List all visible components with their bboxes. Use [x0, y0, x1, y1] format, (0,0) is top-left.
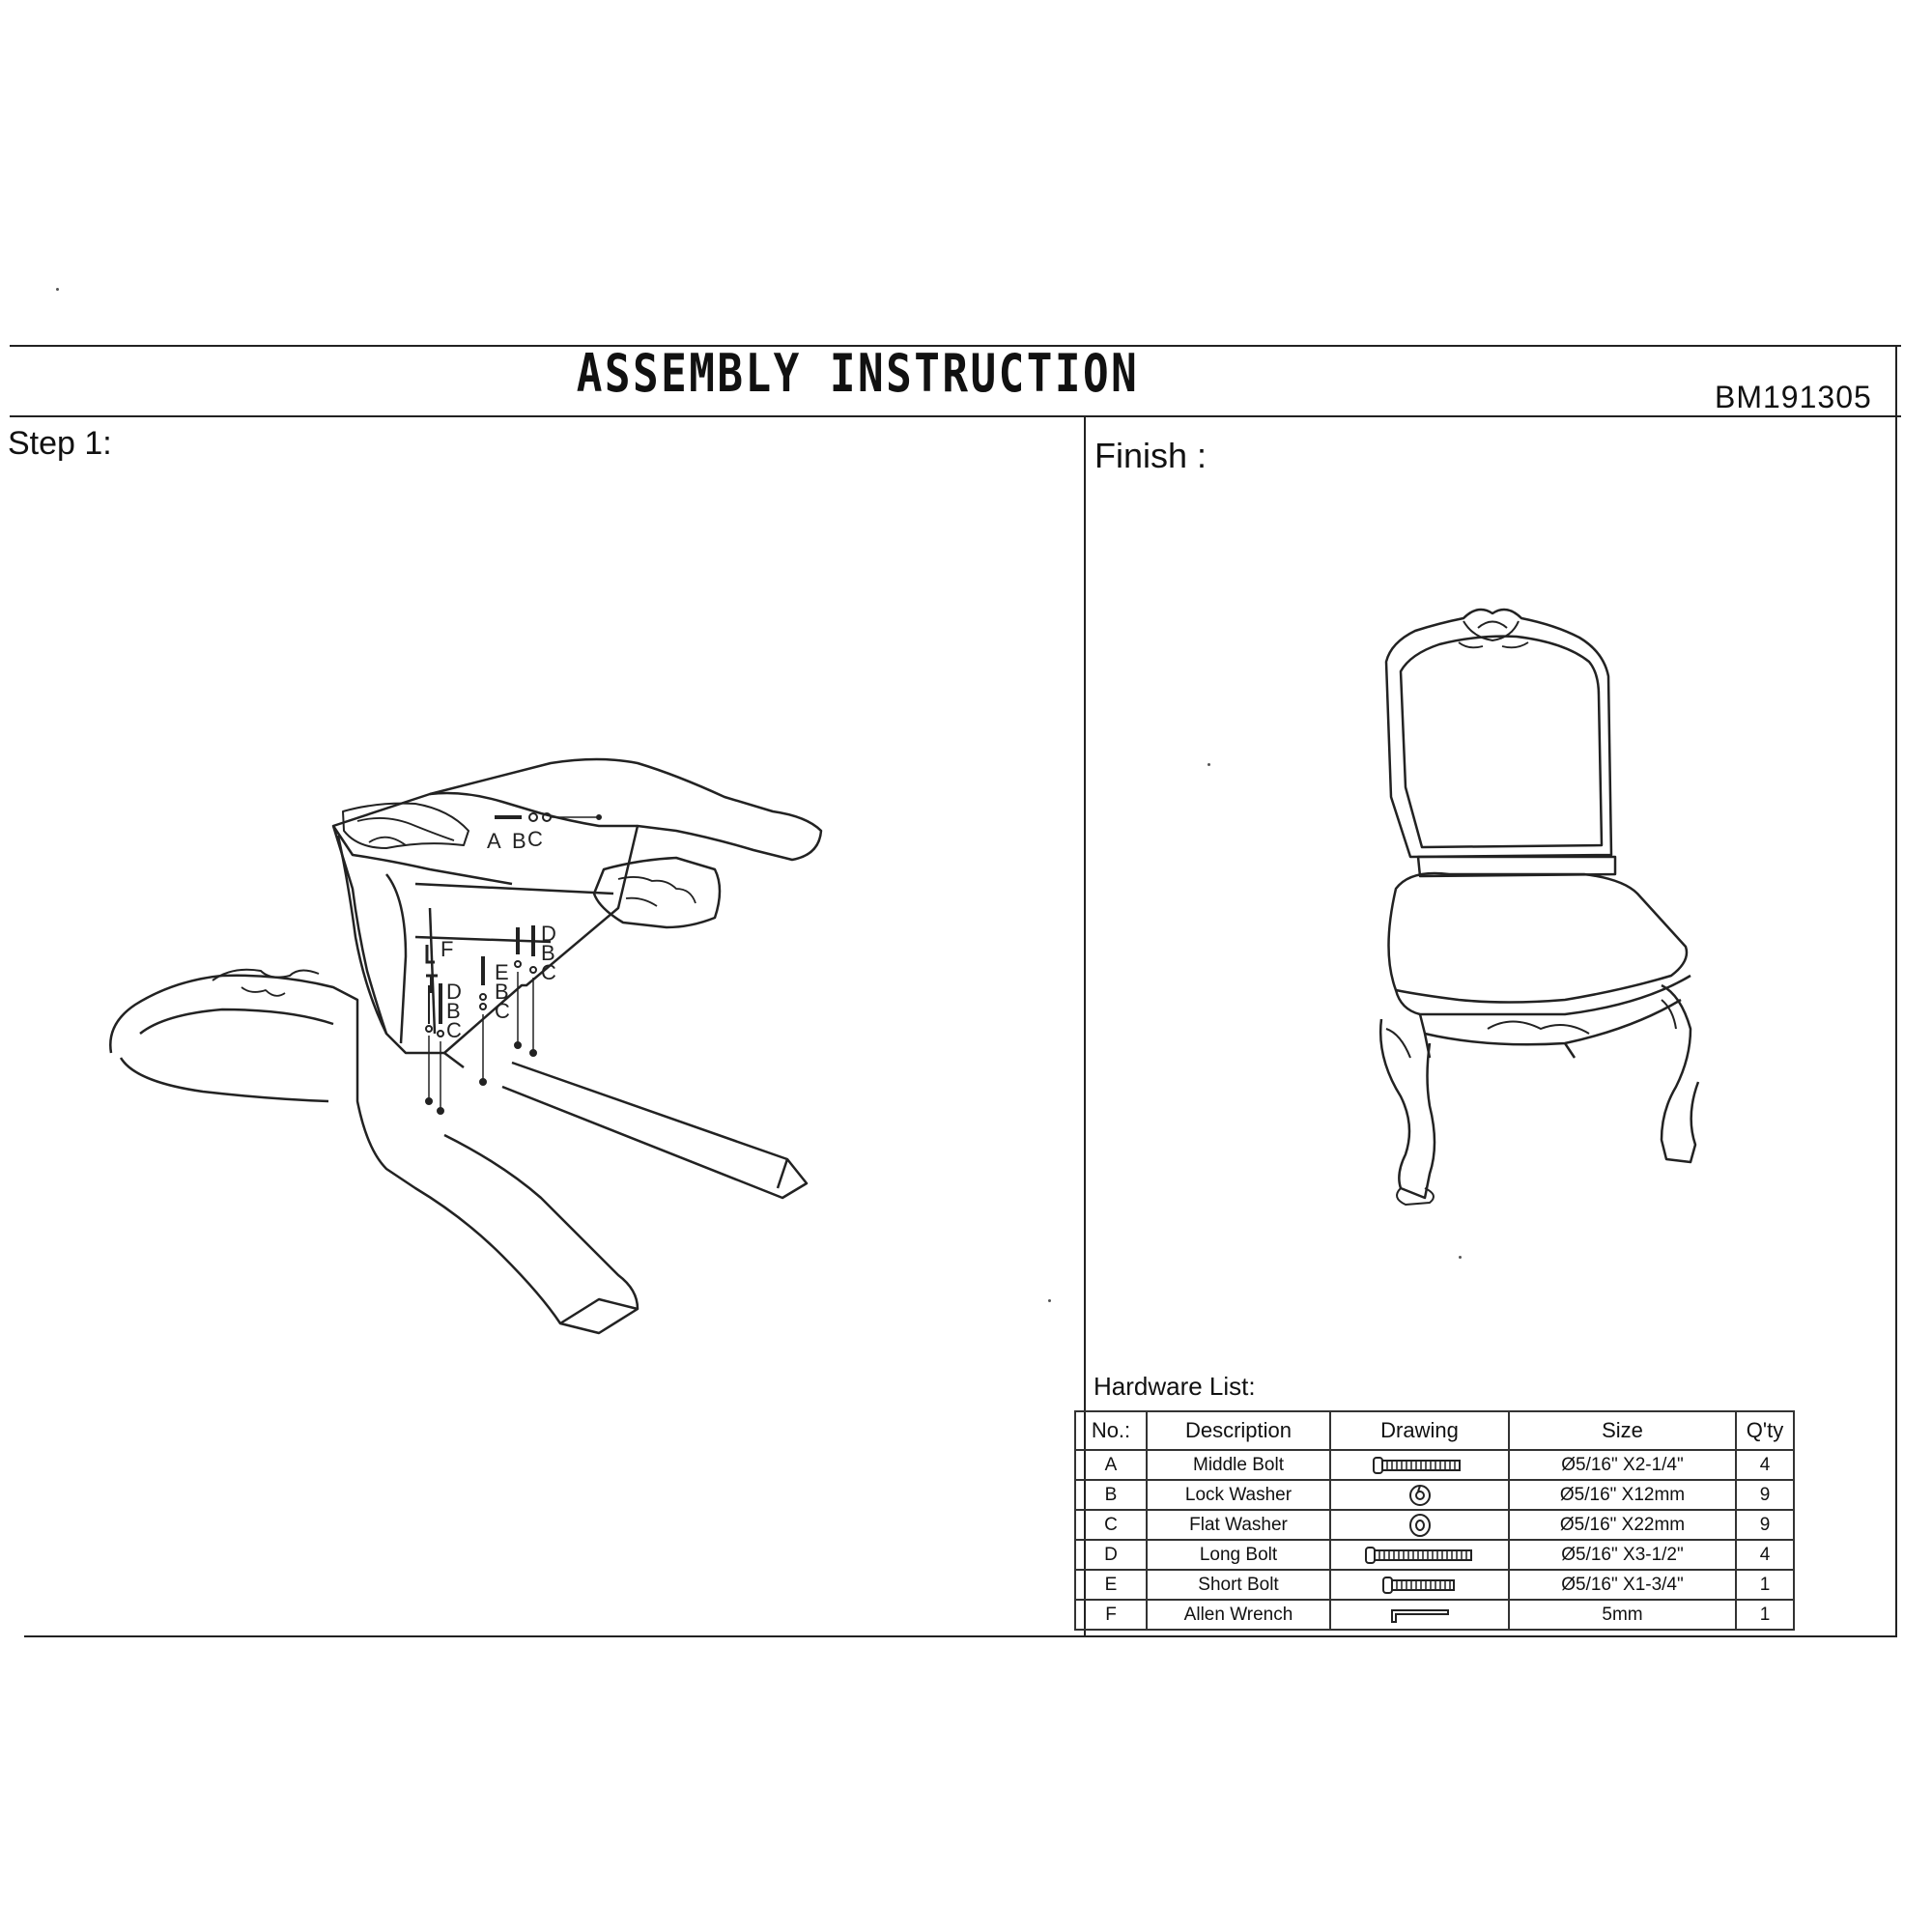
label-f: F [440, 937, 453, 961]
assembled-chair-drawing [1378, 608, 1700, 1206]
label-e: E [495, 960, 509, 984]
long-bolt-icon [1364, 1546, 1472, 1564]
table-header-row: No.: Description Drawing Size Q'ty [1074, 1410, 1795, 1451]
label-d-right: D [541, 922, 556, 946]
header-drawing: Drawing [1329, 1410, 1510, 1451]
cell-drawing [1329, 1599, 1510, 1631]
scan-speck [56, 288, 59, 291]
cell-size: Ø5/16" X2-1/4" [1508, 1449, 1737, 1481]
carved-corner-block [342, 802, 469, 849]
middle-bolt-icon [1372, 1456, 1461, 1474]
cell-drawing [1329, 1479, 1510, 1511]
cell-qty: 1 [1735, 1599, 1795, 1631]
cell-no: C [1074, 1509, 1148, 1541]
cell-size: Ø5/16" X1-3/4" [1508, 1569, 1737, 1601]
cell-no: B [1074, 1479, 1148, 1511]
frame-top-line [10, 345, 1901, 347]
model-number: BM191305 [1715, 380, 1872, 414]
scan-speck [1459, 1256, 1462, 1259]
cell-qty: 9 [1735, 1479, 1795, 1511]
cell-size: Ø5/16" X3-1/2" [1508, 1539, 1737, 1571]
header-description: Description [1146, 1410, 1331, 1451]
step-label: Step 1: [8, 425, 112, 462]
cell-drawing [1329, 1449, 1510, 1481]
document-title: ASSEMBLY INSTRUCTION [576, 343, 1140, 404]
upside-down-chair-drawing: A B C F D B C E B C D B C [109, 757, 823, 1335]
table-row: E Short Bolt Ø5/16" X1-3/4" 1 [1074, 1569, 1795, 1601]
table-row: C Flat Washer Ø5/16" X22mm 9 [1074, 1509, 1795, 1541]
scan-speck [1208, 763, 1210, 766]
chair-back-frame [1384, 608, 1613, 859]
label-c-left: C [446, 1018, 462, 1042]
cell-qty: 4 [1735, 1449, 1795, 1481]
finish-label: Finish : [1094, 436, 1208, 475]
cell-no: D [1074, 1539, 1148, 1571]
frame-right-line [1895, 345, 1897, 1637]
cell-description: Short Bolt [1146, 1569, 1331, 1601]
cell-description: Long Bolt [1146, 1539, 1331, 1571]
short-bolt-icon [1381, 1576, 1455, 1594]
front-left-leg [1378, 1018, 1436, 1200]
header-size: Size [1508, 1410, 1737, 1451]
label-b-top: B [512, 829, 526, 853]
carved-leg [592, 856, 722, 929]
straight-leg-right [501, 1061, 809, 1200]
panel-divider-line [1084, 415, 1086, 1635]
seat-frame-outline [331, 757, 823, 1055]
scan-speck [1048, 1299, 1051, 1302]
crest-carving [1463, 620, 1520, 641]
cell-qty: 1 [1735, 1569, 1795, 1601]
table-row: B Lock Washer Ø5/16" X12mm 9 [1074, 1479, 1795, 1511]
table-row: D Long Bolt Ø5/16" X3-1/2" 4 [1074, 1539, 1795, 1571]
lock-washer-icon [1408, 1484, 1431, 1506]
cell-drawing [1329, 1509, 1510, 1541]
cell-description: Allen Wrench [1146, 1599, 1331, 1631]
cell-size: Ø5/16" X22mm [1508, 1509, 1737, 1541]
hardware-table: No.: Description Drawing Size Q'ty A Mid… [1074, 1410, 1795, 1631]
label-c-mid: C [495, 999, 510, 1023]
header-divider-line [10, 415, 1901, 417]
cell-drawing [1329, 1569, 1510, 1601]
cell-size: 5mm [1508, 1599, 1737, 1631]
chair-seat [1387, 871, 1689, 1004]
label-a: A [487, 829, 501, 853]
label-d-left: D [446, 980, 462, 1004]
cell-size: Ø5/16" X12mm [1508, 1479, 1737, 1511]
front-right-leg [1660, 983, 1700, 1164]
cell-no: F [1074, 1599, 1148, 1631]
chair-back-outline [109, 974, 639, 1335]
table-row: A Middle Bolt Ø5/16" X2-1/4" 4 [1074, 1449, 1795, 1481]
table-row: F Allen Wrench 5mm 1 [1074, 1599, 1795, 1631]
label-b-mid: B [495, 980, 509, 1004]
cell-no: E [1074, 1569, 1148, 1601]
straight-leg-left [443, 1052, 465, 1068]
cell-no: A [1074, 1449, 1148, 1481]
header-no: No.: [1074, 1410, 1148, 1451]
hardware-list-label: Hardware List: [1094, 1372, 1256, 1401]
cell-description: Middle Bolt [1146, 1449, 1331, 1481]
cell-drawing [1329, 1539, 1510, 1571]
flat-washer-icon [1408, 1513, 1431, 1537]
label-c-right: C [541, 960, 556, 984]
cell-description: Lock Washer [1146, 1479, 1331, 1511]
allen-wrench-icon [1390, 1608, 1449, 1623]
header-qty: Q'ty [1735, 1410, 1795, 1451]
cell-description: Flat Washer [1146, 1509, 1331, 1541]
label-b-left: B [446, 999, 461, 1023]
label-c-top: C [527, 827, 543, 851]
label-b-right: B [541, 941, 555, 965]
cell-qty: 9 [1735, 1509, 1795, 1541]
cell-qty: 4 [1735, 1539, 1795, 1571]
frame-bottom-line [24, 1635, 1897, 1637]
front-apron [1418, 998, 1682, 1046]
